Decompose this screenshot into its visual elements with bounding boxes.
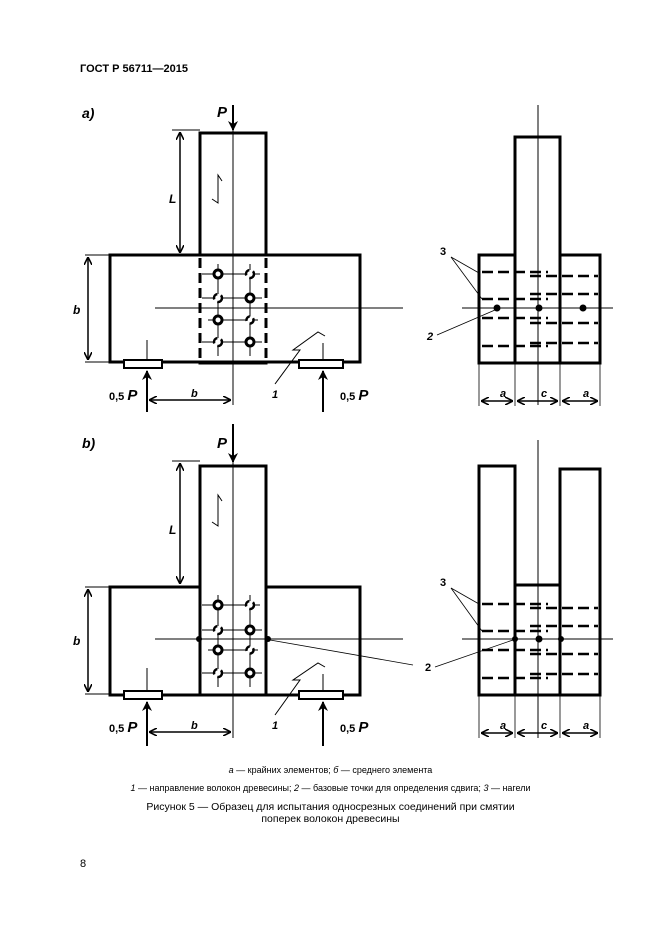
support-plate-right — [298, 359, 344, 369]
edge-element-left — [477, 464, 517, 697]
dowel-grid — [202, 264, 262, 356]
panel-b-label: b) — [82, 435, 96, 451]
length-l-label: L — [169, 523, 176, 537]
dowel — [245, 315, 255, 325]
base-point — [196, 636, 202, 642]
figure-caption-title: Рисунок 5 — Образец для испытания односр… — [0, 801, 661, 825]
dowel — [244, 268, 256, 280]
dowel-lines — [482, 270, 598, 348]
figure-caption-line-2: поперек волокон древесины — [261, 813, 400, 825]
callout-1: 1 — [272, 720, 278, 732]
callout-1: 1 — [272, 389, 278, 401]
dowel — [212, 268, 224, 280]
callout-2-leader — [269, 639, 414, 666]
base-point — [493, 304, 501, 312]
support-plate-right — [298, 690, 344, 700]
dowel — [244, 667, 256, 679]
dowel — [244, 624, 256, 636]
dowel — [212, 599, 224, 611]
edge-element-right — [558, 467, 602, 697]
dowel — [212, 292, 224, 304]
half-load-label-left: 0,5 P — [109, 387, 138, 404]
callout-3: 3 — [440, 246, 446, 258]
edge-element-left — [477, 253, 517, 365]
dowel — [244, 292, 256, 304]
page-number: 8 — [80, 858, 87, 870]
support-plate-left — [123, 690, 163, 700]
dowel — [212, 644, 224, 656]
dowel — [212, 667, 224, 679]
base-point — [265, 636, 271, 642]
base-point — [512, 636, 518, 642]
dowel — [244, 336, 256, 348]
dowel — [244, 599, 256, 611]
callout-2: 2 — [425, 662, 431, 674]
half-load-label-right: 0,5 P — [340, 387, 369, 404]
grain-direction-symbol — [211, 493, 223, 527]
document-standard-header: ГОСТ Р 56711—2015 — [80, 63, 188, 75]
base-point — [535, 635, 543, 643]
panel-a-label: a) — [82, 105, 95, 121]
edge-a-label: a — [583, 388, 589, 400]
dowel-lines — [482, 602, 598, 680]
figure-caption-line-1: Рисунок 5 — Образец для испытания односр… — [146, 801, 515, 813]
callout-2: 2 — [426, 331, 433, 343]
panel-a-side-view: 3 2 a c a — [426, 105, 613, 406]
edge-a-label: a — [500, 720, 506, 732]
grain-direction-symbol — [274, 662, 326, 716]
panel-a-front-view: a) P — [73, 104, 403, 412]
figure-legend-panels: а — крайних элементов; б — среднего элем… — [228, 765, 433, 775]
edge-element-right — [558, 253, 602, 365]
span-b-label: b — [191, 388, 198, 400]
middle-c-label: c — [541, 720, 547, 732]
width-b-label: b — [73, 303, 80, 317]
figure-legend-callouts: 1 — направление волокон древесины; 2 — б… — [130, 783, 531, 793]
base-point — [535, 304, 543, 312]
dowel — [212, 624, 224, 636]
base-point — [579, 304, 587, 312]
edge-a-label: a — [500, 388, 506, 400]
grain-direction-symbol — [211, 173, 223, 204]
panel-b-front-view: b) P — [73, 424, 414, 746]
load-p-label: P — [217, 435, 228, 452]
dowel-grid — [202, 595, 262, 687]
dowel — [245, 645, 255, 655]
middle-element — [513, 135, 562, 365]
width-b-label: b — [73, 634, 80, 648]
base-point — [558, 636, 564, 642]
middle-c-label: c — [541, 388, 547, 400]
panel-b-side-view: 3 2 a c a — [425, 440, 613, 738]
load-p-label: P — [217, 104, 228, 121]
support-plate-left — [123, 359, 163, 369]
callout-3: 3 — [440, 577, 446, 589]
half-load-label-left: 0,5 P — [109, 719, 138, 736]
grain-direction-symbol — [274, 331, 326, 385]
edge-a-label: a — [583, 720, 589, 732]
span-b-label: b — [191, 720, 198, 732]
half-load-label-right: 0,5 P — [340, 719, 369, 736]
dowel — [212, 336, 224, 348]
dowel — [212, 314, 224, 326]
length-l-label: L — [169, 192, 176, 206]
